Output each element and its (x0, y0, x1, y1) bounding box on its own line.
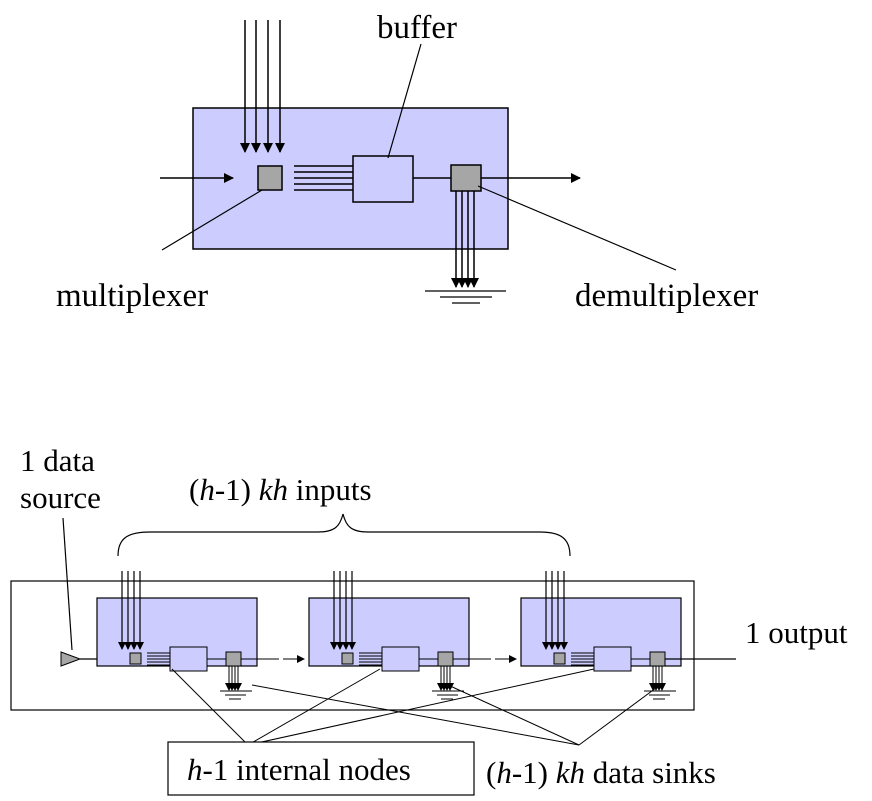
detailed-node: buffer multiplexer demultiplexer (56, 10, 758, 314)
source-label-line2: source (20, 480, 101, 515)
source-pointer-line (62, 517, 73, 651)
chain-node-2 (308, 571, 517, 700)
demultiplexer-pointer-line (477, 185, 677, 271)
buffer-pointer-line (387, 43, 422, 159)
buffer-label: buffer (377, 10, 457, 46)
multiplexer-label: multiplexer (56, 278, 208, 314)
output-label: 1 output (745, 615, 848, 650)
node-chain: 1 data source (h-1) kh inputs (10, 443, 848, 796)
inputs-brace (117, 513, 571, 557)
multiplexer-pointer-line (161, 189, 263, 251)
internal-nodes-pointers (171, 668, 595, 746)
data-source-icon (60, 651, 82, 667)
ground-icon (425, 290, 506, 304)
chain-node-3 (520, 571, 736, 700)
demultiplexer-label: demultiplexer (575, 278, 758, 314)
internal-nodes-label: h-1 internal nodes (187, 752, 411, 787)
data-sink-arrows (451, 191, 479, 288)
external-inputs-arrows (240, 20, 285, 153)
source-label-line1: 1 data (20, 443, 95, 478)
internal-nodes-box (167, 741, 475, 796)
data-sinks-pointers (251, 684, 661, 746)
data-sinks-label: (h-1) kh data sinks (486, 755, 716, 790)
chain-node-1 (96, 571, 305, 700)
buffer-box (352, 155, 414, 203)
multiplexer-switch (257, 165, 283, 191)
demultiplexer-switch (450, 164, 482, 192)
inputs-label: (h-1) kh inputs (189, 472, 372, 507)
